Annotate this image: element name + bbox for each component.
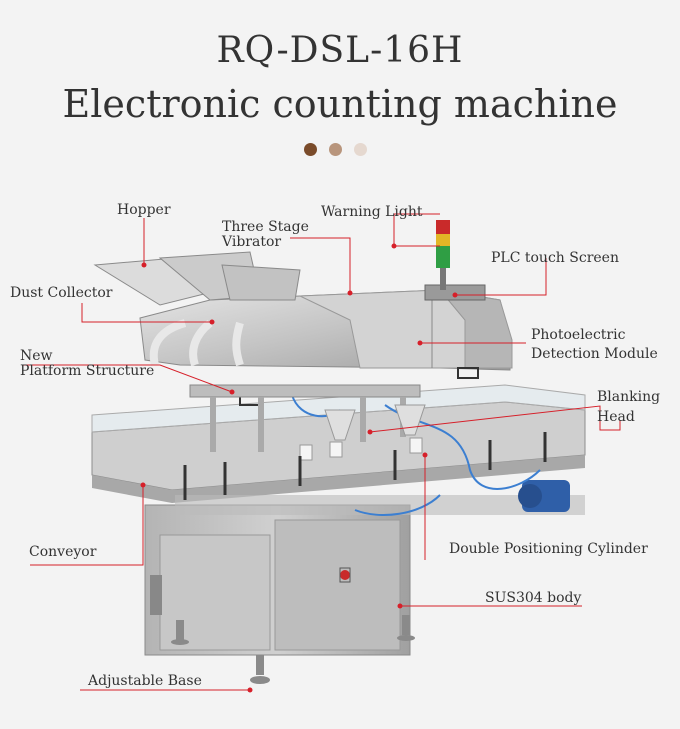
leader-conveyor [30,485,144,566]
machine-base-cabinet [144,504,411,656]
main-housing [139,284,513,406]
emergency-stop-button [340,570,350,580]
label-blanking-head-line2: Head [597,409,635,425]
adjustable-feet [171,615,415,684]
conveyor-motor [518,480,570,512]
carousel-dots [304,143,367,156]
warning-light [436,220,450,290]
label-conveyor: Conveyor [29,544,97,560]
label-new-platform-line1: New [20,348,53,364]
label-double-positioning-cylinder: Double Positioning Cylinder [449,541,648,557]
page-title: RQ-DSL-16H [216,30,464,71]
hoppers [93,251,301,306]
page-subtitle: Electronic counting machine [62,82,618,126]
label-hopper: Hopper [117,202,171,218]
label-photoelectric-line1: Photoelectric [531,327,626,343]
label-new-platform-line2: Platform Structure [20,363,155,379]
label-three-stage-vibrator-line1: Three Stage [222,219,309,235]
label-adjustable-base: Adjustable Base [88,673,202,689]
label-three-stage-vibrator-line2: Vibrator [222,234,282,250]
label-sus304-body: SUS304 body [485,590,582,606]
leader-warning-light [393,213,440,247]
leader-plc-screen [455,258,547,296]
leader-endpoints [140,243,458,693]
leader-dust-collector [81,303,212,323]
label-dust-collector: Dust Collector [10,285,113,301]
leader-new-platform [22,364,233,393]
blanking-funnels [299,404,426,461]
label-photoelectric-line2: Detection Module [531,346,658,362]
label-blanking-head-line1: Blanking [597,389,661,405]
leader-lines [22,213,621,691]
conveyor-guides [183,432,547,500]
dust-collector-hoses [149,319,244,367]
dot-1[interactable] [304,143,317,156]
dot-2[interactable] [329,143,342,156]
label-warning-light: Warning Light [321,204,423,220]
label-plc-touch-screen: PLC touch Screen [491,250,619,266]
dot-3[interactable] [354,143,367,156]
leader-blanking-head [369,405,621,433]
leader-three-stage-vibrator [290,237,351,293]
